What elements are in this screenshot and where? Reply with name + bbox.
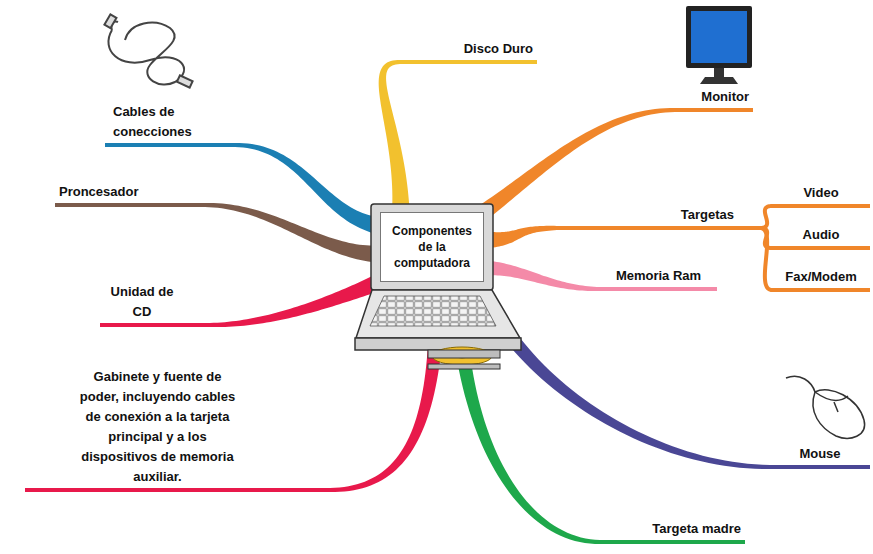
branch-label: Video (772, 183, 870, 204)
branch-label: Memoria Ram (600, 266, 717, 287)
central-label: Componentes de la computadora (389, 223, 475, 271)
branch-label: Fax/Modem (772, 267, 870, 288)
branch-node: Targetas (560, 205, 760, 230)
branch-node: Unidad de CD (100, 282, 210, 327)
branch-connector (205, 203, 380, 263)
branch-label: Monitor (675, 87, 753, 108)
branch-label: Audio (772, 225, 870, 246)
branch-connector (484, 226, 560, 249)
mouse-icon (786, 376, 865, 438)
branch-node: Proncesador (55, 182, 205, 207)
branch-connector (379, 60, 410, 212)
branch-node: Video (772, 183, 870, 208)
laptop-illustration (355, 204, 521, 369)
branch-connector (484, 260, 600, 291)
branch-connector (235, 143, 381, 235)
branch-label: Targeta madre (600, 519, 745, 540)
branch-label: Unidad de CD (100, 282, 184, 323)
branch-node: Audio (772, 225, 870, 250)
branch-label: Cables de conecciones (105, 102, 201, 143)
branch-connector (210, 274, 383, 327)
branch-node: Disco Duro (400, 39, 537, 64)
branch-label: Mouse (770, 444, 870, 465)
branch-node: Mouse (770, 444, 870, 469)
branch-node: Memoria Ram (600, 266, 717, 291)
branch-node: Gabinete y fuente de poder, incluyendo c… (25, 367, 330, 492)
branch-label: Gabinete y fuente de poder, incluyendo c… (73, 367, 243, 488)
branch-node: Fax/Modem (772, 267, 870, 292)
branch-node: Monitor (675, 87, 753, 112)
cable-icon (104, 14, 192, 87)
branch-node: Cables de conecciones (105, 102, 235, 147)
monitor-icon (686, 6, 752, 84)
branch-connector (760, 226, 772, 292)
central-topic: Componentes de la computadora (380, 212, 484, 282)
branch-connector (469, 108, 675, 227)
branch-label: Targetas (560, 205, 760, 226)
branch-label: Proncesador (55, 182, 205, 203)
branch-label: Disco Duro (400, 39, 537, 60)
branch-connector (470, 279, 770, 469)
branch-node: Targeta madre (600, 519, 745, 544)
